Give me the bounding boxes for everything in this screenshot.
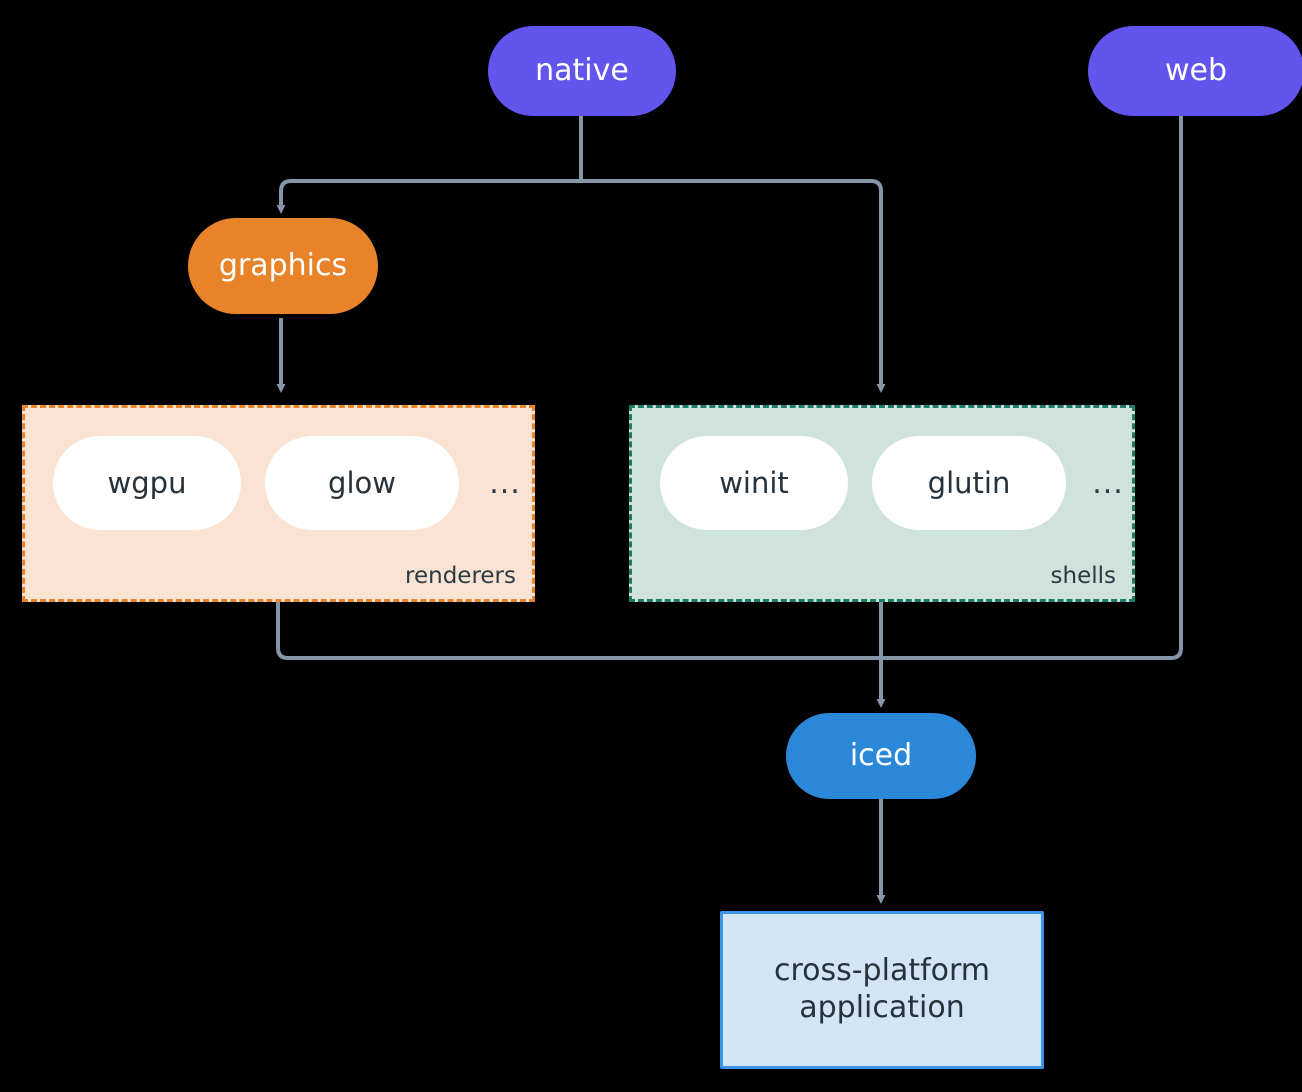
edge-native-shells xyxy=(581,179,886,393)
node-cross-platform-application[interactable]: cross-platform application xyxy=(720,911,1044,1069)
edge-native-graphics xyxy=(276,179,581,214)
node-glutin[interactable]: glutin xyxy=(872,436,1066,530)
node-graphics[interactable]: graphics xyxy=(188,218,378,314)
shells-overflow-ellipsis: ... xyxy=(1092,465,1124,501)
cluster-renderers-label: renderers xyxy=(405,563,516,589)
node-native[interactable]: native xyxy=(488,26,676,116)
node-graphics-label: graphics xyxy=(218,247,348,283)
node-web-label: web xyxy=(1164,52,1228,88)
node-wgpu-label: wgpu xyxy=(107,466,187,500)
node-glow-label: glow xyxy=(328,466,396,500)
node-native-label: native xyxy=(535,52,629,88)
node-web[interactable]: web xyxy=(1088,26,1302,116)
application-label-line2: application xyxy=(799,990,965,1025)
node-iced[interactable]: iced xyxy=(786,713,976,799)
cluster-shells-label: shells xyxy=(1050,563,1116,589)
node-winit[interactable]: winit xyxy=(660,436,848,530)
node-glutin-label: glutin xyxy=(927,466,1011,500)
node-winit-label: winit xyxy=(719,466,789,500)
application-label-line1: cross-platform xyxy=(773,953,991,989)
renderers-overflow-ellipsis: ... xyxy=(489,465,521,501)
edge-renderers-iced xyxy=(276,602,881,660)
node-wgpu[interactable]: wgpu xyxy=(53,436,241,530)
node-glow[interactable]: glow xyxy=(265,436,459,530)
cluster-shells: winit glutin ... shells xyxy=(629,405,1135,602)
node-iced-label: iced xyxy=(849,737,913,773)
cluster-renderers: wgpu glow ... renderers xyxy=(22,405,535,602)
